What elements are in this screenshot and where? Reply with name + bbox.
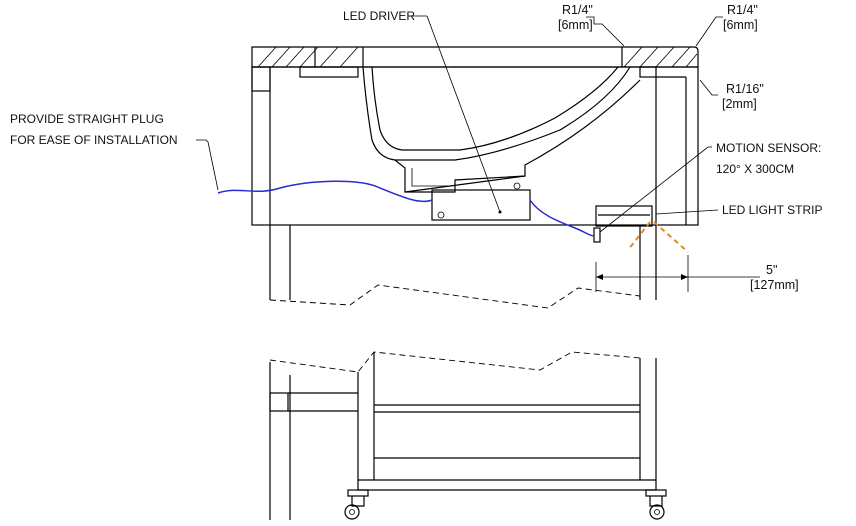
- led-strip-label: LED LIGHT STRIP: [722, 203, 823, 217]
- width-mm: [127mm]: [750, 278, 799, 292]
- cabinet-lower: [269, 351, 657, 520]
- radius-small-mm: [2mm]: [722, 97, 757, 111]
- dimension-width: [595, 255, 760, 292]
- radius-left-inch: R1/4": [562, 3, 593, 17]
- led-driver-label: LED DRIVER: [343, 9, 416, 23]
- power-wire: [217, 180, 595, 237]
- width-inch: 5": [766, 263, 778, 277]
- motion-sensor-spec: 120° X 300CM: [716, 162, 795, 176]
- caster-right: [645, 489, 667, 520]
- plug-note-line2: FOR EASE OF INSTALLATION: [10, 133, 178, 147]
- radius-right-inch: R1/4": [727, 3, 758, 17]
- countertop: [251, 46, 699, 68]
- caster-left: [344, 489, 369, 520]
- plug-note-line1: PROVIDE STRAIGHT PLUG: [10, 112, 164, 126]
- cabinet-body: [251, 66, 699, 226]
- legs-top: [269, 225, 657, 309]
- sink-basin: [362, 66, 641, 193]
- led-driver-box: [431, 182, 531, 221]
- motion-sensor-assembly: [593, 205, 653, 243]
- leader-lines: [196, 15, 723, 233]
- motion-sensor-label: MOTION SENSOR:: [716, 141, 822, 155]
- radius-right-mm: [6mm]: [723, 18, 758, 32]
- radius-left-mm: [6mm]: [558, 18, 593, 32]
- sensor-beam: [627, 221, 689, 253]
- radius-small-inch: R1/16": [726, 82, 764, 96]
